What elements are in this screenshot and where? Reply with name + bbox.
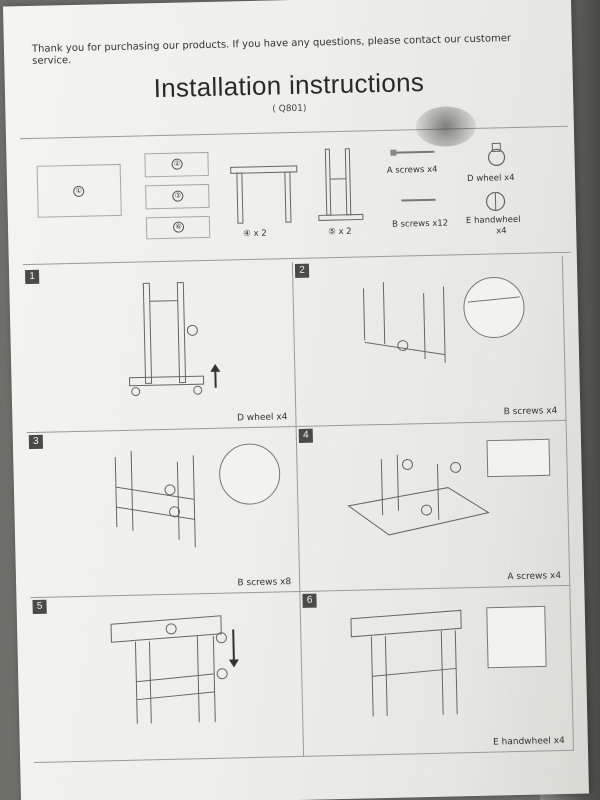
- step-caption: B screws x8: [237, 577, 292, 589]
- step-2-panel: 2 B screws x4: [292, 255, 567, 427]
- step-3-drawing: [114, 443, 281, 548]
- b-screws-label: B screws x12: [391, 218, 449, 230]
- step-5-panel: 5: [30, 591, 305, 764]
- d-wheel-label: D wheel x4: [466, 172, 515, 185]
- step-4-drawing: [347, 438, 551, 536]
- a-screw-drawing: [390, 149, 435, 156]
- wheel-icon: [487, 142, 506, 166]
- a-screws-label: A screws x4: [386, 164, 438, 176]
- step-1-drawing: [128, 282, 221, 397]
- b-screw-drawing: [401, 198, 436, 202]
- step-1-panel: 1 D wheel x4: [22, 262, 297, 434]
- part-4-label: ④ x 2: [243, 228, 267, 240]
- handwheel-icon: [485, 191, 506, 212]
- step-caption: B screws x4: [503, 406, 558, 418]
- step-6-panel: 6 E handwheel x4: [300, 585, 575, 757]
- part-5-label: ⑤ x 2: [328, 226, 352, 238]
- step-3-panel: 3 B screws x8: [26, 426, 301, 599]
- parts-list: ① ② ③ ⑥ ④ x 2 ⑤ x 2 A screws x4: [26, 134, 558, 256]
- steps-grid: 1 D wheel x4 2: [22, 255, 575, 768]
- step-caption: E handwheel x4: [492, 735, 565, 748]
- step-4-panel: 4 A screws x4: [296, 420, 571, 592]
- step-caption: A screws x4: [507, 571, 562, 583]
- step-5-drawing: [110, 615, 239, 724]
- step-6-drawing: [350, 605, 547, 717]
- part-frame-4-drawing: [230, 165, 298, 224]
- e-handwheel-label: E handwheel: [465, 214, 521, 227]
- e-handwheel-qty: x4: [496, 226, 507, 237]
- step-2-drawing: [362, 276, 525, 363]
- thanks-text: Thank you for purchasing our products. I…: [31, 33, 512, 67]
- step-caption: D wheel x4: [236, 412, 288, 424]
- part-frame-5-drawing: [318, 148, 364, 221]
